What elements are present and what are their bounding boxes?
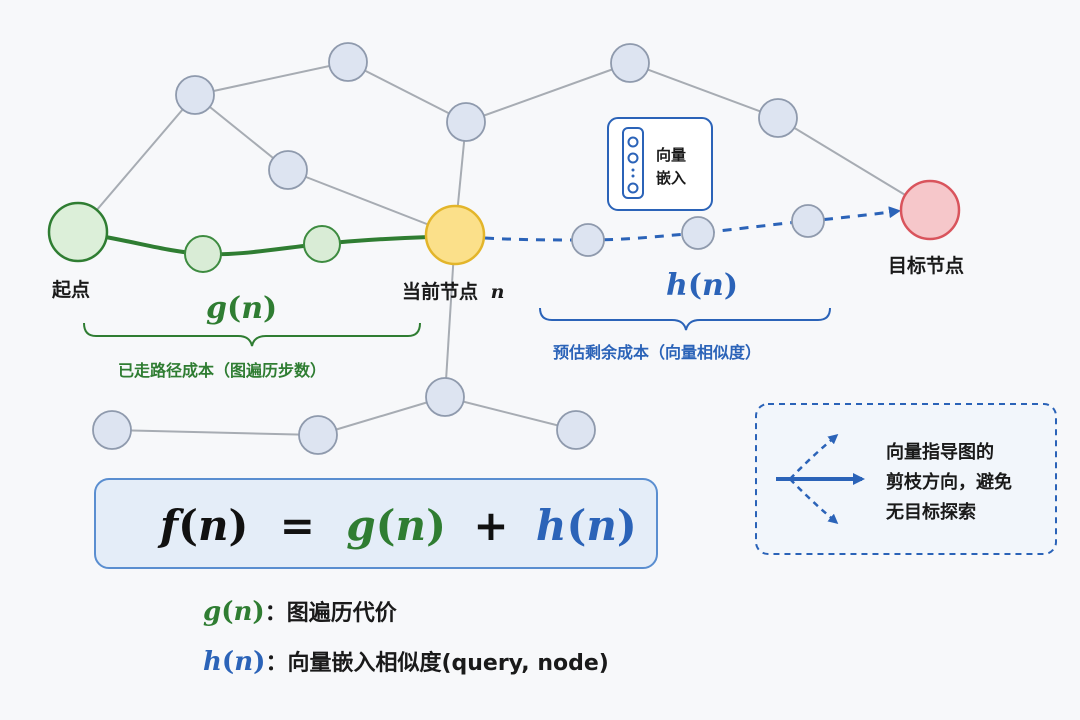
graph-node bbox=[298, 415, 338, 455]
graph-node bbox=[610, 43, 650, 83]
definition-g-text: ：图遍历代价 bbox=[265, 600, 398, 626]
target-node-label: 目标节点 bbox=[888, 255, 964, 277]
formula-g: g bbox=[346, 501, 375, 550]
graph-node bbox=[758, 98, 798, 138]
definition-h-var: n bbox=[234, 647, 253, 677]
graph-node bbox=[681, 216, 715, 250]
formula-h-var: n bbox=[586, 501, 617, 550]
legend-line2: 剪枝方向，避免 bbox=[886, 471, 1012, 493]
branching-arrows-icon bbox=[776, 434, 865, 524]
edge bbox=[317, 396, 446, 436]
g-term-var: n bbox=[241, 291, 263, 326]
edge bbox=[347, 61, 467, 123]
legend-line3: 无目标探索 bbox=[886, 501, 976, 523]
legend-card: 向量指导图的 剪枝方向，避免 无目标探索 bbox=[755, 403, 1057, 555]
graph-node bbox=[571, 223, 605, 257]
h-term-brace bbox=[539, 307, 831, 331]
h-term-var: n bbox=[702, 268, 724, 303]
edge bbox=[111, 429, 319, 436]
path-node bbox=[184, 235, 222, 273]
definition-g-symbol: g bbox=[203, 597, 221, 627]
g-term-label: g(n) bbox=[206, 291, 277, 326]
embedding-label-line2: 嵌入 bbox=[656, 169, 686, 187]
path-node bbox=[303, 225, 341, 263]
graph-node bbox=[446, 102, 486, 142]
current-node-label: 当前节点 n bbox=[402, 280, 504, 303]
graph-node bbox=[791, 204, 825, 238]
traversed-path bbox=[98, 234, 432, 257]
formula: f(n) = g(n) + h(n) bbox=[157, 501, 637, 550]
definition-g-var: n bbox=[234, 597, 253, 627]
graph-node bbox=[328, 42, 368, 82]
edge bbox=[465, 62, 631, 123]
g-term-caption: 已走路径成本（图遍历步数） bbox=[118, 361, 326, 380]
formula-plus: + bbox=[473, 501, 508, 550]
edge bbox=[194, 94, 289, 171]
formula-h: h bbox=[536, 501, 567, 550]
graph-node bbox=[268, 150, 308, 190]
graph-node bbox=[175, 75, 215, 115]
graph-edges bbox=[77, 61, 931, 436]
current-node bbox=[424, 204, 486, 266]
vector-column-icon bbox=[622, 127, 644, 199]
definition-h-text: ：向量嵌入相似度(query, node) bbox=[265, 650, 608, 676]
start-node-label: 起点 bbox=[51, 279, 90, 301]
embedding-label-line1: 向量 bbox=[656, 146, 686, 164]
legend-line1: 向量指导图的 bbox=[886, 441, 994, 463]
definition-h: h(n)：向量嵌入相似度(query, node) bbox=[203, 647, 609, 677]
edge bbox=[194, 61, 349, 96]
graph-nodes bbox=[92, 42, 825, 455]
h-term-symbol: h bbox=[666, 268, 688, 303]
graph-node bbox=[556, 410, 596, 450]
target-node bbox=[899, 179, 961, 241]
current-node-var: n bbox=[491, 281, 505, 303]
g-term-symbol: g bbox=[206, 291, 227, 326]
start-node bbox=[47, 201, 109, 263]
formula-card-frame bbox=[94, 478, 658, 569]
heuristic-path bbox=[484, 206, 901, 242]
g-term-brace bbox=[83, 322, 421, 347]
current-node-text: 当前节点 bbox=[402, 280, 478, 303]
h-term-caption: 预估剩余成本（向量相似度） bbox=[553, 343, 761, 362]
h-term-label: h(n) bbox=[666, 268, 738, 303]
graph-node bbox=[92, 410, 132, 450]
edge bbox=[444, 396, 577, 431]
edge bbox=[629, 62, 779, 119]
formula-f-var: n bbox=[198, 501, 229, 550]
embedding-card: 向量 嵌入 bbox=[607, 117, 713, 211]
definition-h-symbol: h bbox=[203, 647, 222, 677]
formula-card: f(n) = g(n) + h(n) bbox=[94, 478, 658, 569]
formula-g-var: n bbox=[396, 501, 427, 550]
graph-node bbox=[425, 377, 465, 417]
definition-g: g(n)：图遍历代价 bbox=[203, 597, 398, 627]
formula-equals: = bbox=[280, 501, 315, 550]
